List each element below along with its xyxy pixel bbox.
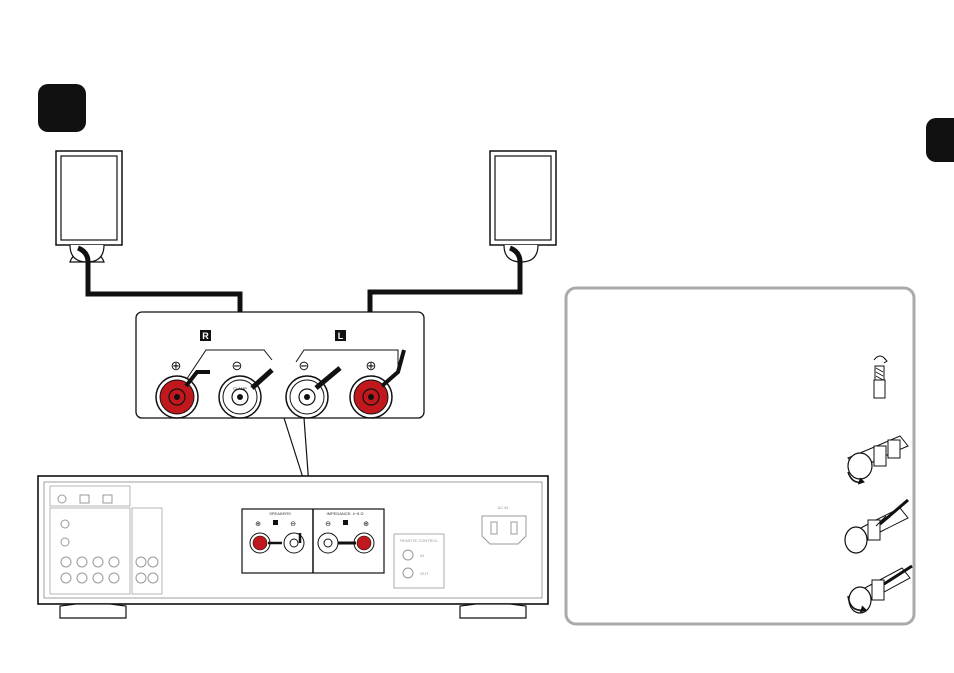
ac-in-label: AC IN	[498, 505, 509, 510]
right-minus-symbol: ⊖	[232, 358, 243, 373]
loosen-terminal-illustration	[847, 435, 909, 485]
left-plus-symbol: ⊕	[366, 358, 377, 373]
remote-out-label: OUT	[420, 571, 429, 576]
right-negative-terminal: CLAMP	[218, 375, 262, 419]
left-minus-symbol: ⊖	[299, 358, 310, 373]
amplifier-rear-panel: SPEAKERS IMPEDANCE: 4~8 Ω ⊕ ⊖ ⊖ ⊕ REMOTE…	[37, 475, 549, 619]
amp-left-plus: ⊕	[363, 521, 369, 528]
step-number-badge	[38, 84, 86, 132]
amp-right-plus: ⊕	[255, 521, 261, 528]
terminal-closeup-panel: R L ⊕ ⊖ ⊖ ⊕ CLAMP	[135, 311, 425, 419]
left-channel-label: L	[338, 331, 344, 341]
twisted-wire-illustration	[873, 355, 888, 399]
speakers-panel-label: SPEAKERS	[269, 511, 291, 516]
amp-right-minus: ⊖	[290, 521, 296, 528]
remote-in-label: IN	[420, 553, 424, 558]
right-plus-symbol: ⊕	[171, 358, 182, 373]
amp-left-minus: ⊖	[325, 521, 331, 528]
impedance-label: IMPEDANCE: 4~8 Ω	[327, 511, 364, 516]
cable-preparation-box	[564, 286, 916, 626]
right-positive-terminal	[155, 375, 199, 419]
left-positive-terminal	[349, 375, 393, 419]
left-speaker	[489, 150, 557, 263]
insert-wire-illustration	[844, 498, 909, 554]
section-side-tab	[926, 118, 954, 162]
terminal-clamp-text: CLAMP	[233, 386, 247, 391]
remote-control-label: REMOTE CONTROL	[400, 538, 439, 543]
tighten-terminal-illustration	[847, 564, 913, 614]
right-channel-label: R	[202, 331, 209, 341]
right-speaker	[55, 150, 123, 263]
amp-terminals	[249, 532, 375, 554]
